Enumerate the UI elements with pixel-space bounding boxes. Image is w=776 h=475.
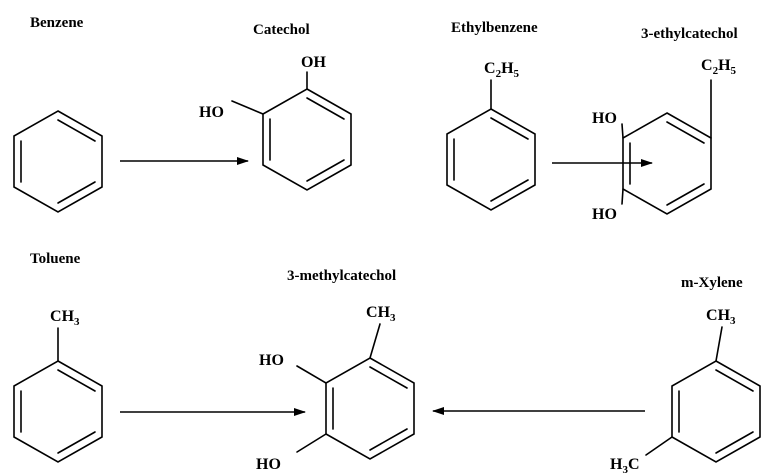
3-methylcatechol-ho-top: HO bbox=[259, 352, 284, 369]
label-benzene: Benzene bbox=[30, 15, 84, 31]
structure-benzene bbox=[13, 110, 103, 213]
c-atom: C bbox=[701, 57, 713, 74]
label-3-methylcatechol: 3-methylcatechol bbox=[287, 268, 396, 284]
toluene-methyl-group: CH3 bbox=[50, 308, 80, 328]
catechol-ho-left: HO bbox=[199, 104, 224, 121]
c-atom: C bbox=[366, 304, 378, 321]
ethylbenzene-ethyl-group: C2H5 bbox=[484, 60, 520, 80]
structure-3-ethylcatechol bbox=[621, 79, 712, 215]
m-xylene-methyl-bottom: H3C bbox=[610, 456, 640, 475]
m-xylene-methyl-top: CH3 bbox=[706, 307, 736, 327]
3-ethylcatechol-ho-top: HO bbox=[592, 110, 617, 127]
subscript: 3 bbox=[730, 315, 736, 327]
subscript: 2 bbox=[713, 65, 719, 77]
c-atom: C bbox=[628, 456, 640, 473]
label-m-xylene: m-Xylene bbox=[681, 275, 743, 291]
h-atom: H bbox=[501, 60, 514, 77]
3-methylcatechol-methyl-group: CH3 bbox=[366, 304, 396, 324]
h-atom: H bbox=[718, 57, 731, 74]
structure-3-methylcatechol bbox=[296, 323, 415, 460]
c-atom: C bbox=[50, 308, 62, 325]
catechol-oh-top: OH bbox=[301, 54, 326, 71]
label-3-ethylcatechol: 3-ethylcatechol bbox=[641, 26, 738, 42]
subscript: 5 bbox=[514, 68, 520, 80]
subscript: 5 bbox=[731, 65, 737, 77]
structure-m-xylene bbox=[645, 326, 761, 463]
structure-ethylbenzene bbox=[446, 79, 536, 211]
label-catechol: Catechol bbox=[253, 22, 310, 38]
subscript: 2 bbox=[496, 68, 502, 80]
h-atom: H bbox=[610, 456, 623, 473]
h-atom: H bbox=[62, 308, 75, 325]
c-atom: C bbox=[706, 307, 718, 324]
label-toluene: Toluene bbox=[30, 251, 81, 267]
structure-toluene bbox=[13, 327, 103, 463]
structure-catechol bbox=[231, 71, 352, 191]
c-atom: C bbox=[484, 60, 496, 77]
subscript: 3 bbox=[622, 464, 628, 475]
h-atom: H bbox=[378, 304, 391, 321]
label-ethylbenzene: Ethylbenzene bbox=[451, 20, 538, 36]
3-ethylcatechol-ho-bottom: HO bbox=[592, 206, 617, 223]
3-methylcatechol-ho-bottom: HO bbox=[256, 456, 281, 473]
subscript: 3 bbox=[390, 312, 396, 324]
subscript: 3 bbox=[74, 316, 80, 328]
h-atom: H bbox=[718, 307, 731, 324]
3-ethylcatechol-ethyl-group: C2H5 bbox=[701, 57, 737, 77]
